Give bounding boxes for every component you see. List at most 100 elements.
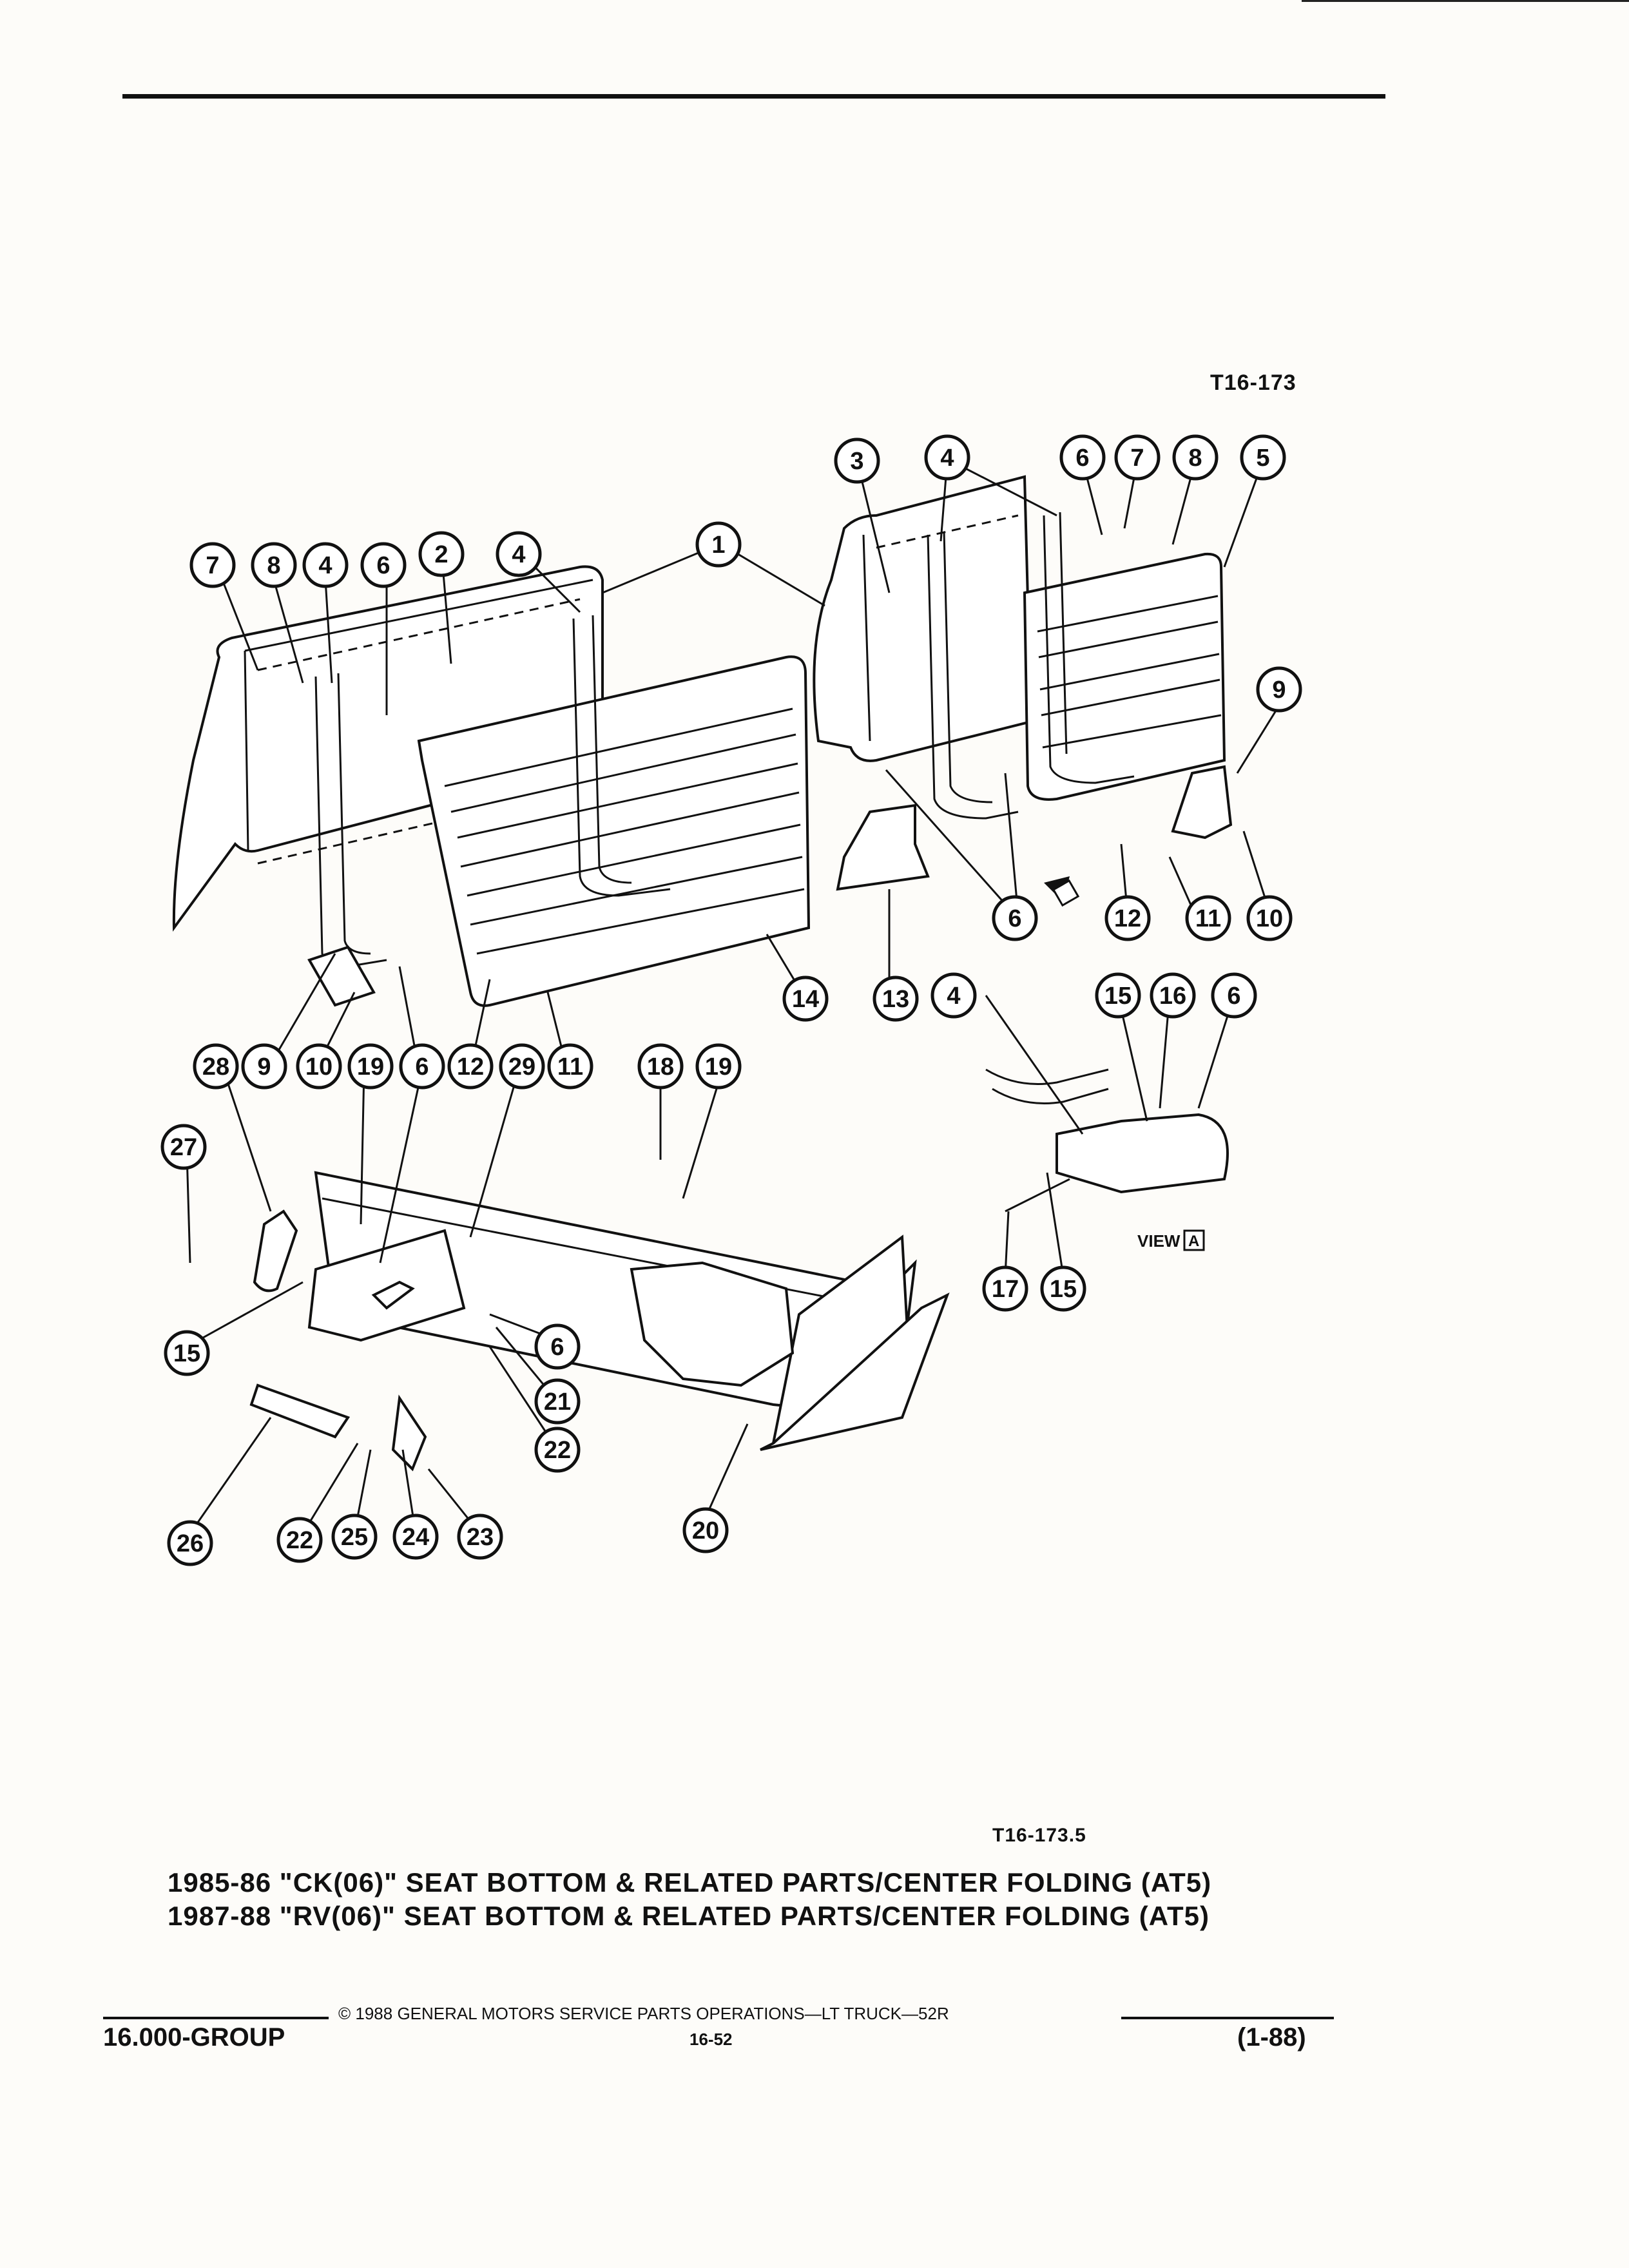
svg-text:2: 2 — [434, 541, 448, 568]
view-letter: A — [1188, 1233, 1199, 1250]
callout-29: 29 — [499, 1043, 545, 1090]
svg-text:26: 26 — [177, 1530, 204, 1557]
callout-6: 6 — [399, 1043, 445, 1090]
callout-10: 10 — [296, 1043, 342, 1090]
callout-8: 8 — [251, 542, 297, 588]
callout-11: 11 — [1185, 895, 1231, 941]
hinge-bracket-right — [1171, 765, 1233, 840]
callout-16: 16 — [1150, 972, 1196, 1019]
callout-2: 2 — [418, 531, 465, 577]
callout-1: 1 — [695, 521, 742, 568]
callout-19: 19 — [347, 1043, 394, 1090]
svg-text:21: 21 — [544, 1389, 571, 1416]
svg-text:22: 22 — [544, 1437, 571, 1464]
svg-text:19: 19 — [357, 1053, 384, 1081]
callout-27: 27 — [160, 1124, 207, 1170]
callout-7: 7 — [1114, 434, 1161, 481]
svg-text:3: 3 — [850, 448, 863, 475]
svg-text:9: 9 — [1272, 677, 1286, 704]
callout-25: 25 — [331, 1514, 378, 1560]
callout-28: 28 — [193, 1043, 239, 1090]
svg-text:4: 4 — [947, 983, 960, 1010]
callout-15: 15 — [1095, 972, 1141, 1019]
callout-6: 6 — [534, 1323, 581, 1370]
svg-text:29: 29 — [508, 1053, 535, 1081]
svg-text:11: 11 — [1195, 905, 1221, 932]
svg-text:22: 22 — [286, 1527, 313, 1554]
callouts: 1 7 8 4 6 2 4 3 4 6 7 8 5 9 6 12 11 10 1… — [160, 434, 1302, 1566]
svg-text:23: 23 — [467, 1524, 494, 1551]
svg-text:12: 12 — [457, 1053, 484, 1081]
svg-text:1: 1 — [711, 532, 725, 559]
svg-text:6: 6 — [1075, 445, 1089, 472]
svg-text:6: 6 — [1008, 905, 1021, 932]
corner-rule — [1302, 0, 1629, 2]
caption-line-1: 1985-86 "CK(06)" SEAT BOTTOM & RELATED P… — [168, 1867, 1212, 1898]
right-seat-panel — [927, 512, 1226, 820]
svg-text:11: 11 — [557, 1053, 583, 1081]
view-letter-box — [1183, 1229, 1205, 1251]
svg-text:15: 15 — [173, 1340, 200, 1367]
svg-text:25: 25 — [341, 1524, 368, 1551]
svg-text:7: 7 — [206, 552, 219, 579]
callout-6: 6 — [1059, 434, 1106, 481]
callout-8: 8 — [1172, 434, 1219, 481]
lower-frame-assembly — [249, 1171, 950, 1472]
svg-text:18: 18 — [647, 1053, 674, 1081]
svg-text:6: 6 — [415, 1053, 429, 1081]
callout-20: 20 — [682, 1507, 729, 1553]
svg-text:12: 12 — [1114, 905, 1141, 932]
svg-text:14: 14 — [792, 986, 819, 1013]
footer-group: 16.000-GROUP — [103, 2023, 285, 2052]
svg-text:4: 4 — [512, 541, 525, 568]
callout-14: 14 — [782, 975, 829, 1022]
callout-19: 19 — [695, 1043, 742, 1090]
callout-23: 23 — [457, 1514, 503, 1560]
figure-ref-bottom: T16-173.5 — [992, 1825, 1086, 1846]
svg-text:6: 6 — [376, 552, 390, 579]
svg-text:7: 7 — [1130, 445, 1144, 472]
svg-text:6: 6 — [1227, 983, 1240, 1010]
callout-13: 13 — [872, 975, 919, 1022]
svg-text:6: 6 — [550, 1334, 564, 1361]
callout-4: 4 — [930, 972, 977, 1019]
callout-9: 9 — [1256, 666, 1302, 713]
footer-copyright: © 1988 GENERAL MOTORS SERVICE PARTS OPER… — [338, 2004, 949, 2023]
svg-text:15: 15 — [1050, 1276, 1077, 1303]
leader-lines — [186, 459, 1280, 1534]
callout-12: 12 — [1104, 895, 1151, 941]
footer-page-number: 16-52 — [689, 2030, 733, 2049]
callout-6: 6 — [360, 542, 407, 588]
top-rule — [122, 94, 1385, 99]
footer-rule-left — [103, 2017, 329, 2019]
callout-17: 17 — [982, 1265, 1028, 1312]
callout-22: 22 — [276, 1517, 323, 1563]
svg-text:10: 10 — [1256, 905, 1283, 932]
svg-text:13: 13 — [882, 986, 909, 1013]
svg-text:9: 9 — [257, 1053, 271, 1081]
view-a-detail — [985, 1068, 1229, 1213]
callout-11: 11 — [547, 1043, 593, 1090]
callout-21: 21 — [534, 1378, 581, 1425]
svg-text:4: 4 — [318, 552, 332, 579]
hinge-bracket-left — [307, 945, 376, 1007]
caption-line-2: 1987-88 "RV(06)" SEAT BOTTOM & RELATED P… — [168, 1901, 1210, 1931]
svg-text:20: 20 — [692, 1517, 719, 1544]
callout-3: 3 — [834, 437, 880, 484]
svg-text:15: 15 — [1104, 983, 1132, 1010]
callout-6: 6 — [1211, 972, 1257, 1019]
callout-4: 4 — [496, 531, 542, 577]
view-label: VIEW — [1137, 1231, 1181, 1251]
callout-5: 5 — [1240, 434, 1286, 481]
svg-text:19: 19 — [705, 1053, 732, 1081]
callout-18: 18 — [637, 1043, 684, 1090]
right-seat-shell — [813, 475, 1033, 762]
svg-text:8: 8 — [267, 552, 280, 579]
callout-24: 24 — [392, 1514, 439, 1560]
svg-text:16: 16 — [1159, 983, 1186, 1010]
callout-4: 4 — [924, 434, 970, 481]
svg-text:8: 8 — [1188, 445, 1202, 472]
view-arrow-box — [1052, 879, 1080, 907]
figure-ref-top: T16-173 — [1210, 370, 1296, 395]
